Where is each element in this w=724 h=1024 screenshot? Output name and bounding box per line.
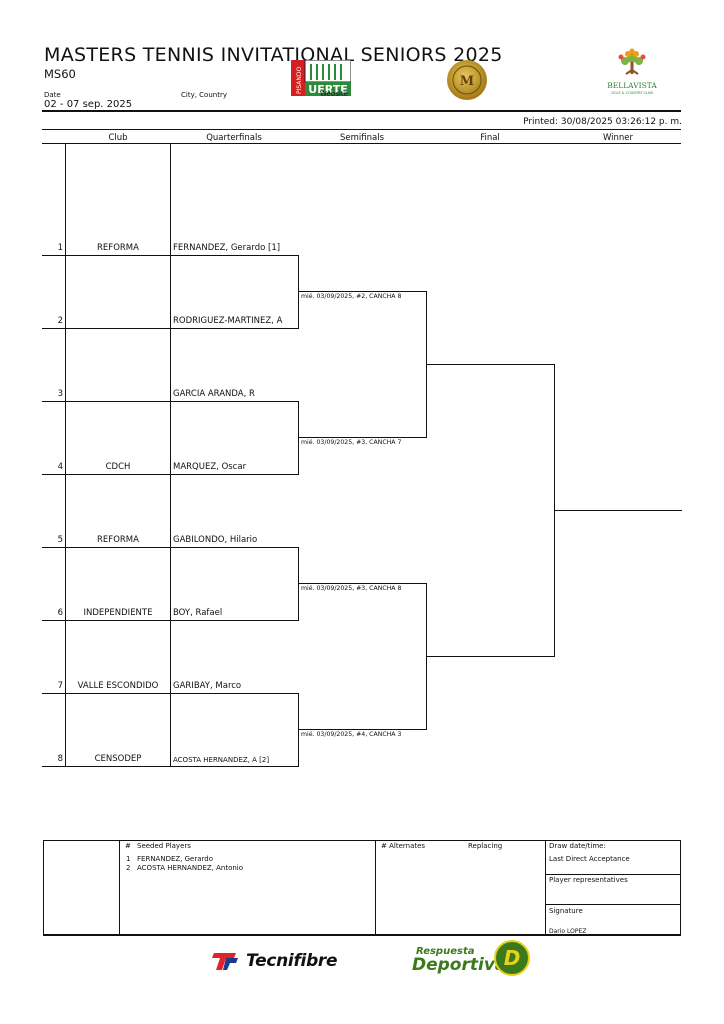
entry-number: 8 bbox=[57, 754, 63, 764]
entry-line bbox=[42, 401, 298, 402]
entry-player: MARQUEZ, Oscar bbox=[173, 462, 247, 472]
seed-header-num: # bbox=[125, 842, 131, 850]
entry-club: INDEPENDIENTE bbox=[83, 608, 153, 618]
last-direct-label: Last Direct Acceptance bbox=[549, 855, 630, 863]
entry-club: REFORMA bbox=[97, 243, 139, 253]
date-label: Date bbox=[44, 91, 61, 99]
pisando-fuerte-logo: UERTE PISANDO bbox=[291, 59, 352, 96]
pisando-fuerte-website: Website bbox=[320, 90, 348, 98]
entry-line bbox=[42, 474, 298, 475]
tecnifibre-logo: Tecnifibre bbox=[212, 950, 352, 974]
replacing-label: Replacing bbox=[468, 842, 503, 850]
category-code: MS60 bbox=[44, 67, 76, 81]
entry-line bbox=[42, 547, 298, 548]
seed-2-name: ACOSTA HERNANDEZ, Antonio bbox=[137, 864, 244, 872]
tournament-title: MASTERS TENNIS INVITATIONAL SENIORS 2025 bbox=[44, 44, 503, 66]
entry-player: FERNANDEZ, Gerardo [1] bbox=[173, 243, 281, 253]
entry-player: BOY, Rafael bbox=[173, 608, 223, 618]
entry-line bbox=[42, 693, 298, 694]
date-value: 02 - 07 sep. 2025 bbox=[44, 99, 133, 110]
entry-number: 2 bbox=[57, 316, 63, 326]
respuesta-deportiva-logo: Respuesta Deportiva D bbox=[410, 940, 535, 980]
seed-1-num: 1 bbox=[126, 855, 131, 863]
match-info-2: mié. 03/09/2025, #3, CANCHA 7 bbox=[301, 439, 402, 446]
match-info-3: mié. 03/09/2025, #3, CANCHA 8 bbox=[301, 585, 402, 592]
entry-player: GABILONDO, Hilario bbox=[173, 535, 258, 545]
signature-label: Signature bbox=[549, 907, 583, 915]
svg-text:M: M bbox=[460, 74, 474, 89]
entry-club: VALLE ESCONDIDO bbox=[77, 681, 159, 691]
entry-player: ACOSTA HERNANDEZ, A [2] bbox=[173, 756, 270, 764]
location: City, Country bbox=[181, 91, 227, 99]
svg-text:PISANDO: PISANDO bbox=[296, 66, 303, 94]
bellavista-logo: BELLAVISTA GOLF & COUNTRY CLUB bbox=[606, 48, 658, 98]
col-final: Final bbox=[480, 133, 500, 143]
col-semifinals: Semifinals bbox=[339, 133, 384, 143]
entry-number: 3 bbox=[57, 389, 63, 399]
respuesta-text: Respuesta bbox=[416, 946, 475, 957]
bellavista-sub: GOLF & COUNTRY CLUB bbox=[611, 91, 653, 95]
deportiva-text: Deportiva bbox=[412, 955, 507, 975]
bellavista-name: BELLAVISTA bbox=[607, 81, 657, 90]
col-winner: Winner bbox=[602, 133, 634, 143]
draw-datetime-label: Draw date/time: bbox=[549, 842, 606, 850]
alternates-label: # Alternates bbox=[381, 842, 426, 850]
entry-line bbox=[42, 328, 298, 329]
entry-line bbox=[42, 766, 298, 767]
match-info-1: mié. 03/09/2025, #2, CANCHA 8 bbox=[301, 293, 402, 300]
printed-timestamp: Printed: 30/08/2025 03:26:12 p. m. bbox=[523, 117, 682, 127]
entry-number: 6 bbox=[57, 608, 63, 618]
signer-name: Dario LOPEZ bbox=[549, 928, 587, 935]
entry-player: GARIBAY, Marco bbox=[173, 681, 242, 691]
gold-medal-logo: M bbox=[447, 60, 487, 100]
entry-number: 1 bbox=[57, 243, 63, 253]
col-club: Club bbox=[108, 133, 128, 143]
entry-number: 4 bbox=[57, 462, 63, 472]
rd-badge: D bbox=[494, 940, 530, 976]
entry-club: REFORMA bbox=[97, 535, 139, 545]
col-quarterfinals: Quarterfinals bbox=[206, 133, 262, 143]
entry-player: RODRIGUEZ-MARTINEZ, A bbox=[173, 316, 283, 326]
entry-club: CDCH bbox=[105, 462, 131, 472]
entry-player: GARCIA ARANDA, R bbox=[173, 389, 255, 399]
seed-header: Seeded Players bbox=[137, 842, 191, 850]
svg-text:UERTE: UERTE bbox=[308, 83, 347, 96]
player-reps-label: Player representatives bbox=[549, 876, 628, 884]
entry-line bbox=[42, 620, 298, 621]
entry-club: CENSODEP bbox=[94, 754, 142, 764]
entry-line bbox=[42, 255, 298, 256]
seed-2-num: 2 bbox=[126, 864, 131, 872]
entry-number: 5 bbox=[57, 535, 63, 545]
entry-number: 7 bbox=[57, 681, 63, 691]
tecnifibre-text: Tecnifibre bbox=[246, 951, 338, 971]
seed-1-name: FERNANDEZ, Gerardo bbox=[137, 855, 214, 863]
match-info-4: mié. 03/09/2025, #4, CANCHA 3 bbox=[301, 731, 402, 738]
